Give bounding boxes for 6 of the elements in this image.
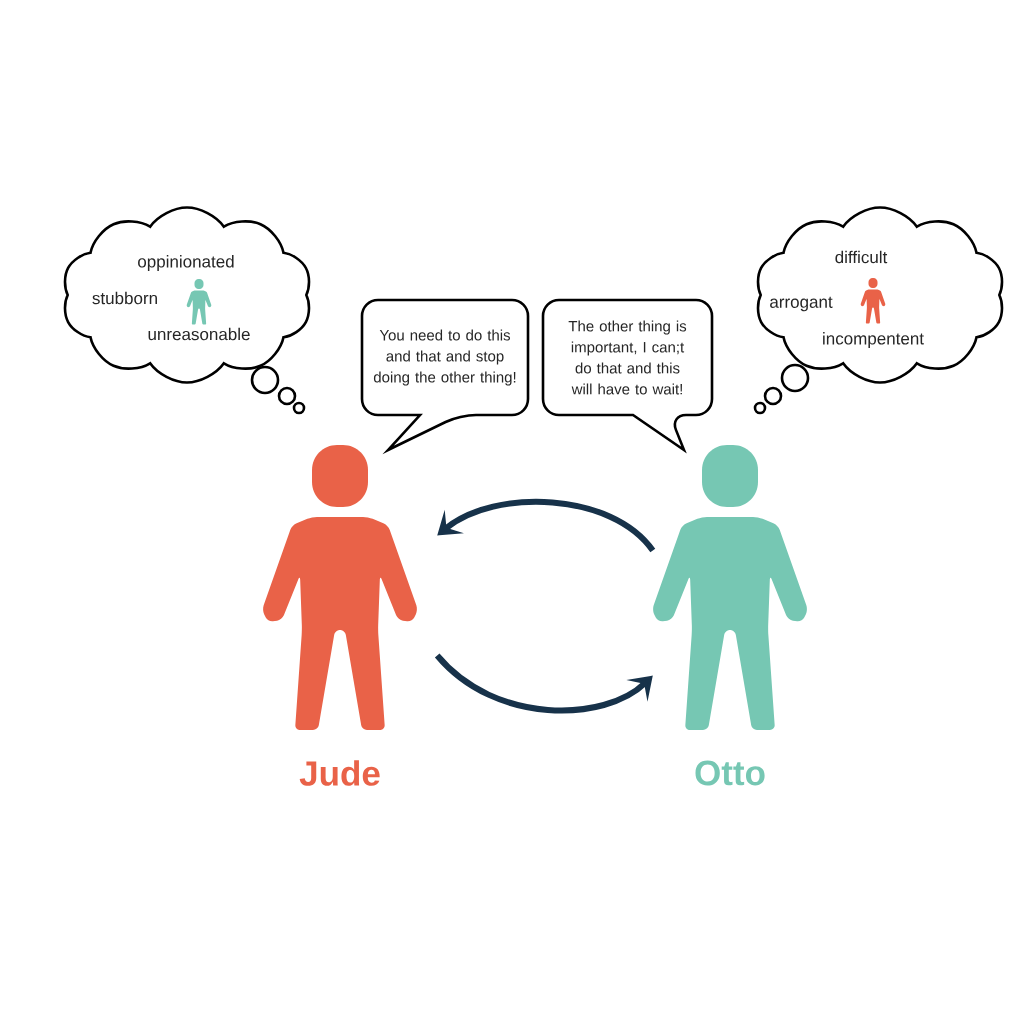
curved-arrow <box>437 498 656 553</box>
speech-bubble: You need to do this and that and stop doing the other thing! <box>360 298 530 452</box>
person-name: Jude <box>299 760 380 786</box>
speech-bubble: The other thing is important, I can;t do that and this will have to wait! <box>541 298 714 452</box>
person-name: Otto <box>695 760 765 786</box>
curved-arrow <box>435 653 653 714</box>
